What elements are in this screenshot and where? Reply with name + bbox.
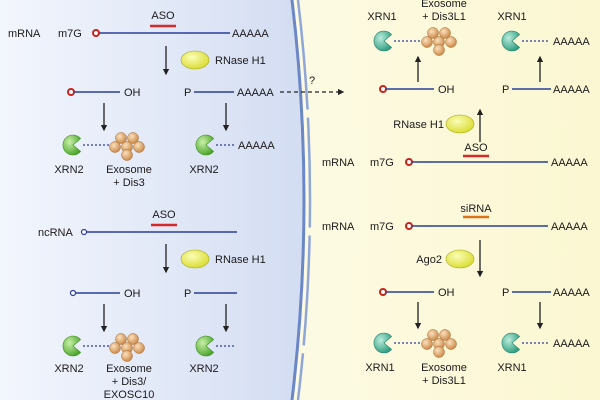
rnase-h1-label: RNase H1 bbox=[393, 119, 444, 131]
polya-label: AAAAA bbox=[237, 87, 274, 99]
oh-label: OH bbox=[438, 287, 455, 299]
rnase-h1-enzyme bbox=[180, 50, 210, 70]
nuclear-ncrna-aso-pathway: ncRNA ASO RNase H1 OH P XRN2 Exosome + D… bbox=[38, 209, 266, 400]
m7g-label: m7G bbox=[58, 28, 82, 40]
polya-label: AAAAA bbox=[238, 140, 275, 152]
cap-icon bbox=[67, 88, 75, 96]
nuclear-envelope-outer bbox=[290, 0, 306, 400]
xrn1-label: XRN1 bbox=[365, 362, 394, 374]
five-prime-end-icon bbox=[69, 289, 77, 297]
xrn2-label: XRN2 bbox=[189, 363, 218, 375]
p-label: P bbox=[502, 287, 509, 299]
xrn2-pacman-icon bbox=[195, 335, 215, 357]
cytoplasmic-mrna-sirna-pathway: siRNA mRNA m7G AAAAA Ago2 OH P AAAAA AAA… bbox=[322, 203, 590, 387]
p-label: P bbox=[502, 84, 509, 96]
exosome-label: Exosome bbox=[106, 363, 152, 375]
polya-label: AAAAA bbox=[551, 221, 588, 233]
cap-icon bbox=[379, 288, 387, 296]
polya-label: AAAAA bbox=[553, 36, 590, 48]
exosome-icon bbox=[109, 333, 145, 362]
question-label: ? bbox=[309, 75, 315, 87]
exosome-label: Exosome bbox=[106, 164, 152, 176]
p-label: P bbox=[184, 87, 191, 99]
mrna-label: mRNA bbox=[322, 157, 355, 169]
xrn1-pacman-icon bbox=[373, 332, 393, 354]
exosome-icon bbox=[421, 329, 457, 358]
polya-label: AAAAA bbox=[553, 338, 590, 350]
oh-label: OH bbox=[124, 87, 141, 99]
xrn1-pacman-icon bbox=[373, 30, 393, 52]
cap-icon bbox=[92, 29, 100, 37]
xrn1-pacman-icon bbox=[501, 332, 521, 354]
xrn2-pacman-icon bbox=[62, 134, 82, 156]
nuclear-envelope-inner bbox=[296, 0, 312, 400]
xrn2-label: XRN2 bbox=[54, 164, 83, 176]
aso-label: ASO bbox=[151, 10, 175, 22]
nucleus-region bbox=[0, 0, 304, 400]
oh-label: OH bbox=[438, 84, 455, 96]
ago2-label: Ago2 bbox=[416, 254, 442, 266]
sirna-label: siRNA bbox=[460, 203, 492, 215]
dis3l1-label: + Dis3L1 bbox=[422, 11, 466, 23]
exosome-icon bbox=[421, 27, 457, 56]
ncrna-label: ncRNA bbox=[38, 227, 74, 239]
m7g-label: m7G bbox=[370, 157, 394, 169]
rnase-h1-label: RNase H1 bbox=[215, 55, 266, 67]
polya-label: AAAAA bbox=[232, 28, 269, 40]
oh-label: OH bbox=[124, 288, 141, 300]
p-label: P bbox=[184, 288, 191, 300]
rnase-h1-label: RNase H1 bbox=[215, 254, 266, 266]
polya-label: AAAAA bbox=[553, 287, 590, 299]
rnase-h1-enzyme bbox=[180, 249, 210, 269]
aso-label: ASO bbox=[464, 142, 488, 154]
xrn2-label: XRN2 bbox=[54, 363, 83, 375]
xrn1-label: XRN1 bbox=[497, 11, 526, 23]
exosome-label: Exosome bbox=[421, 0, 467, 10]
exosc10-label: EXOSC10 bbox=[104, 389, 155, 400]
cap-icon bbox=[379, 85, 387, 93]
cap-icon bbox=[405, 222, 413, 230]
aso-label: ASO bbox=[152, 209, 176, 221]
dis3l1-label: + Dis3L1 bbox=[422, 375, 466, 387]
cytoplasmic-mrna-aso-pathway: XRN1 Exosome + Dis3L1 XRN1 AAAAA OH P AA… bbox=[322, 0, 590, 169]
xrn1-label: XRN1 bbox=[497, 362, 526, 374]
five-prime-end-icon bbox=[80, 228, 88, 236]
ago2-enzyme bbox=[445, 249, 475, 269]
mrna-label: mRNA bbox=[322, 221, 355, 233]
polya-label: AAAAA bbox=[551, 157, 588, 169]
mrna-label: mRNA bbox=[8, 28, 41, 40]
m7g-label: m7G bbox=[370, 221, 394, 233]
dis3-label: + Dis3 bbox=[113, 177, 145, 189]
xrn2-pacman-icon bbox=[62, 335, 82, 357]
xrn2-label: XRN2 bbox=[189, 164, 218, 176]
polya-label: AAAAA bbox=[553, 84, 590, 96]
rnase-h1-enzyme bbox=[445, 114, 475, 134]
exosome-label: Exosome bbox=[421, 362, 467, 374]
exosome-icon bbox=[109, 132, 145, 161]
cap-icon bbox=[405, 158, 413, 166]
xrn1-pacman-icon bbox=[501, 30, 521, 52]
xrn2-pacman-icon bbox=[195, 134, 215, 156]
xrn1-label: XRN1 bbox=[367, 11, 396, 23]
nuclear-mrna-aso-pathway: mRNA m7G AAAAA ASO RNase H1 OH P AAAAA ? bbox=[8, 10, 345, 189]
dis3-exosc10-label: + Dis3/ bbox=[112, 376, 147, 388]
